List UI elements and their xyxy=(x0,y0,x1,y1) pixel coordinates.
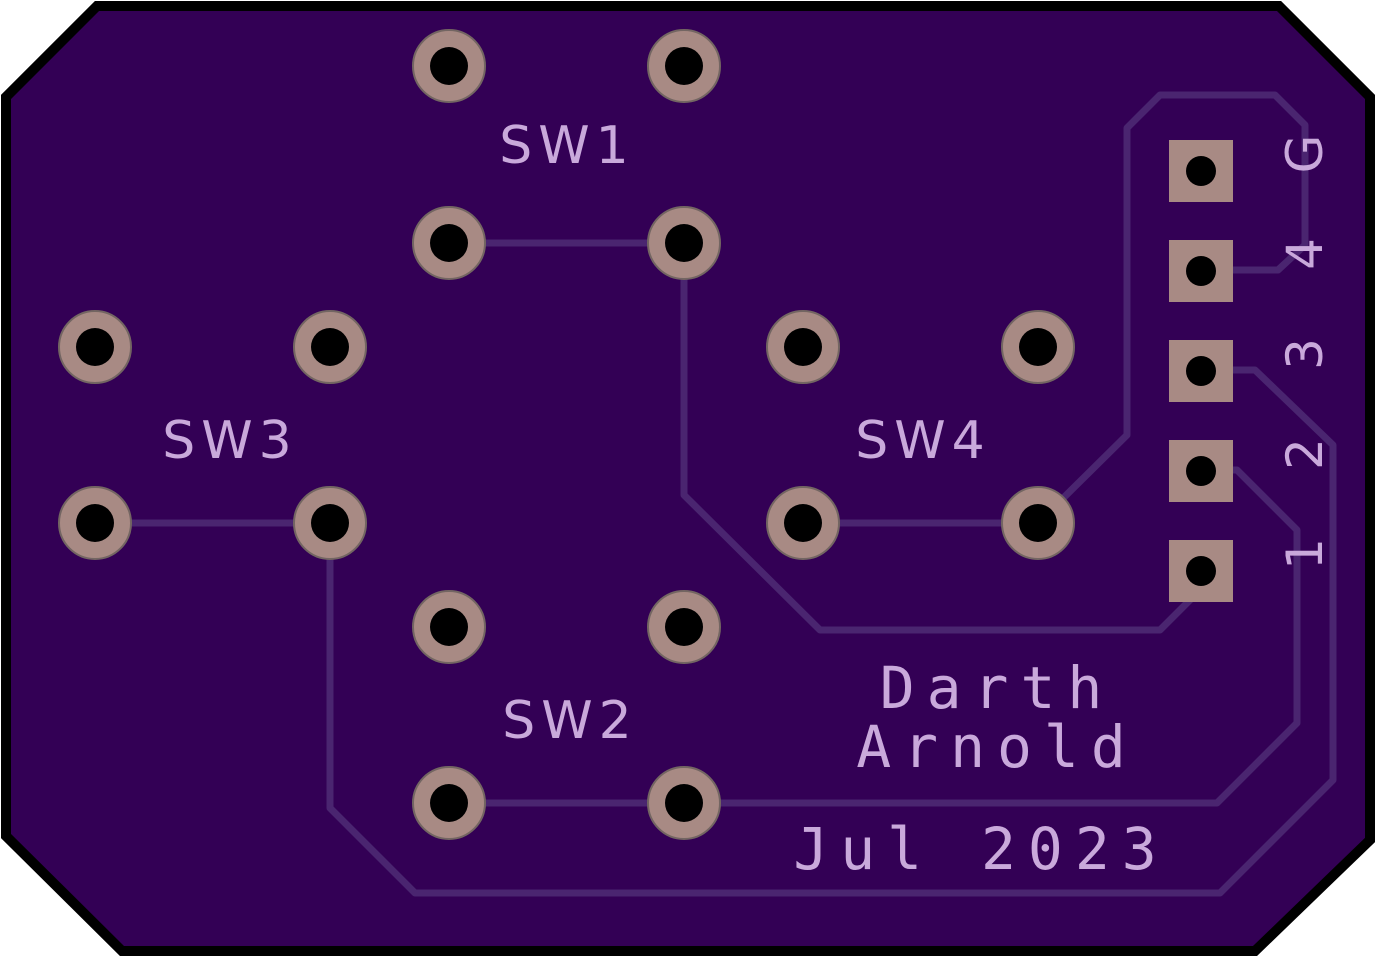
date-label: Jul 2023 xyxy=(793,815,1168,883)
drill-hole xyxy=(1019,328,1057,366)
drill-hole xyxy=(665,224,703,262)
drill-hole xyxy=(784,328,822,366)
drill-holes xyxy=(76,47,1057,822)
drill-hole xyxy=(1186,556,1216,586)
designer-first-name: Darth xyxy=(880,654,1115,722)
trace-sw3-to-pin3 xyxy=(326,366,1337,897)
drill-hole xyxy=(665,608,703,646)
drill-hole xyxy=(784,504,822,542)
sw2-label: SW2 xyxy=(502,691,638,751)
drill-hole xyxy=(1186,356,1216,386)
sw3-label: SW3 xyxy=(162,411,298,471)
drill-hole xyxy=(76,504,114,542)
drill-hole xyxy=(430,47,468,85)
drill-hole xyxy=(1186,456,1216,486)
drill-hole xyxy=(311,504,349,542)
drill-hole xyxy=(430,224,468,262)
drill-hole xyxy=(1019,504,1057,542)
header-pin-label-g: G xyxy=(1276,135,1334,174)
header-pads xyxy=(1169,140,1233,602)
designer-last-name: Arnold xyxy=(856,713,1138,781)
drill-hole xyxy=(665,784,703,822)
drill-hole xyxy=(1186,156,1216,186)
header-pin-labels: G 4 3 2 1 xyxy=(1276,135,1334,570)
drill-hole xyxy=(1186,256,1216,286)
sw4-label: SW4 xyxy=(855,411,991,471)
drill-hole xyxy=(665,47,703,85)
header-pin-label-1: 1 xyxy=(1276,538,1334,570)
drill-hole xyxy=(311,328,349,366)
drill-hole xyxy=(430,608,468,646)
sw1-label: SW1 xyxy=(499,116,635,176)
header-pin-label-2: 2 xyxy=(1276,438,1334,470)
drill-hole xyxy=(430,784,468,822)
header-pin-label-3: 3 xyxy=(1276,338,1334,370)
header-pin-label-4: 4 xyxy=(1276,238,1334,270)
drill-hole xyxy=(76,328,114,366)
trace-sw4-to-ground xyxy=(1035,91,1309,526)
